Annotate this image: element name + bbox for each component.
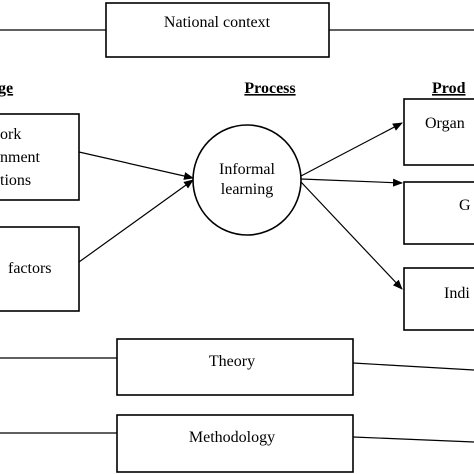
work-environment-label-line1: ork [0, 126, 21, 143]
organization-box [403, 98, 474, 166]
national-context-label: National context [164, 14, 271, 31]
theory-box [116, 338, 354, 396]
group-label: G [459, 197, 471, 214]
work-environment-box [0, 113, 80, 201]
theory-label: Theory [209, 353, 255, 370]
arrow-process-to-individual [300, 181, 403, 290]
methodology-label: Methodology [189, 429, 275, 446]
theory-line-right [352, 362, 474, 371]
individual-label: Indi [444, 285, 470, 302]
individual-box [403, 267, 474, 331]
arrow-process-to-group [300, 178, 403, 187]
national-context-box [105, 2, 330, 58]
factors-box [0, 226, 80, 312]
work-environment-label-line3: tions [0, 172, 31, 189]
arrow-factors-to-process [78, 179, 194, 263]
informal-learning-label-line2: learning [221, 181, 273, 198]
group-box [403, 181, 474, 245]
work-environment-label-line2: nment [0, 149, 41, 166]
products-header: Prod [432, 80, 466, 97]
methodology-box [116, 414, 354, 473]
arrow-work-environment-to-process [78, 151, 194, 180]
methodology-line-right [352, 436, 474, 443]
informal-learning-node [192, 124, 302, 236]
informal-learning-label-line1: Informal [219, 161, 276, 178]
factors-label: factors [8, 260, 52, 277]
arrow-process-to-organization [300, 122, 403, 177]
process-header: Process [244, 80, 295, 97]
organization-label: Organ [425, 115, 465, 132]
stage-header: ge [0, 80, 13, 97]
